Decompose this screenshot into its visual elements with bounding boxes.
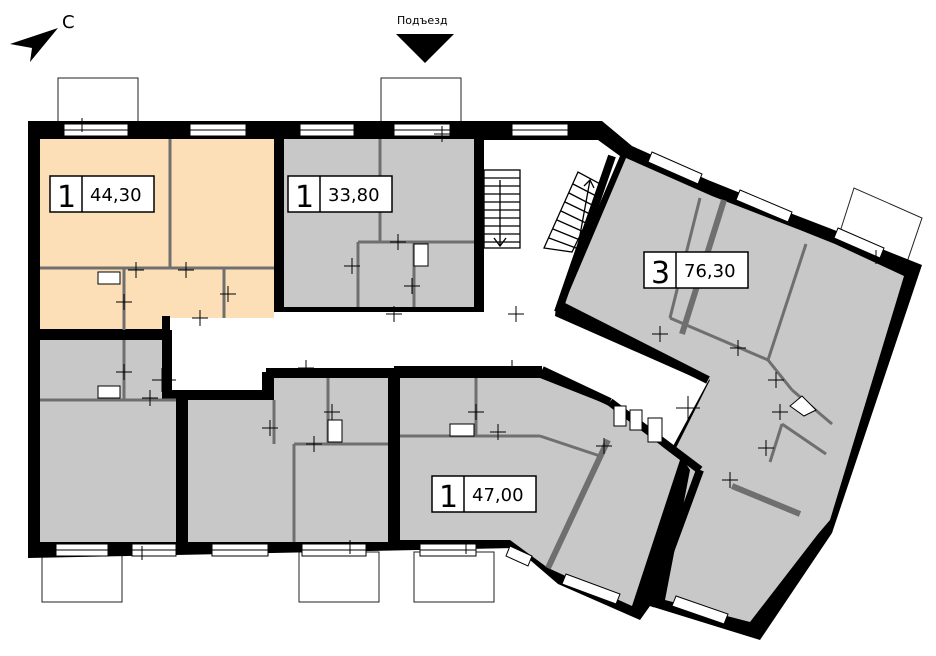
room-left-bottom — [40, 400, 176, 542]
balcony-top-left — [57, 77, 139, 125]
entrance-marker: Подъезд — [396, 14, 454, 63]
balcony-top-middle — [380, 77, 462, 125]
room-count: 1 — [439, 480, 458, 515]
room-count: 3 — [651, 256, 670, 291]
balconies — [41, 77, 923, 603]
apartment-area: 76,30 — [684, 261, 736, 282]
room-bottom-middle-left — [188, 400, 388, 542]
doors — [81, 118, 877, 560]
apartment-area: 33,80 — [328, 185, 380, 206]
apartment-selected[interactable] — [40, 139, 274, 330]
balcony-bottom-right — [413, 551, 495, 603]
north-arrow-icon — [10, 28, 58, 62]
apartment-label-1[interactable]: 1 44,30 — [49, 175, 155, 215]
entrance-label: Подъезд — [397, 14, 448, 27]
fixtures — [97, 243, 817, 443]
compass: С — [10, 12, 75, 62]
apartment-44-area[interactable] — [40, 139, 274, 329]
corridor-notch — [162, 318, 274, 330]
apartment-area: 44,30 — [90, 185, 142, 206]
balcony-bottom-left — [41, 551, 123, 603]
apartment-label-2[interactable]: 1 33,80 — [287, 175, 393, 215]
balcony-bottom-middle — [298, 551, 380, 603]
apartment-label-4[interactable]: 1 47,00 — [431, 475, 537, 515]
apartment-area: 47,00 — [472, 485, 524, 506]
room-count: 1 — [57, 180, 76, 215]
compass-letter: С — [62, 12, 75, 33]
entrance-arrow-icon — [396, 34, 454, 63]
room-bottom-middle-top — [274, 378, 388, 402]
apartment-label-3[interactable]: 3 76,30 — [643, 251, 749, 291]
room-count: 1 — [295, 180, 314, 215]
